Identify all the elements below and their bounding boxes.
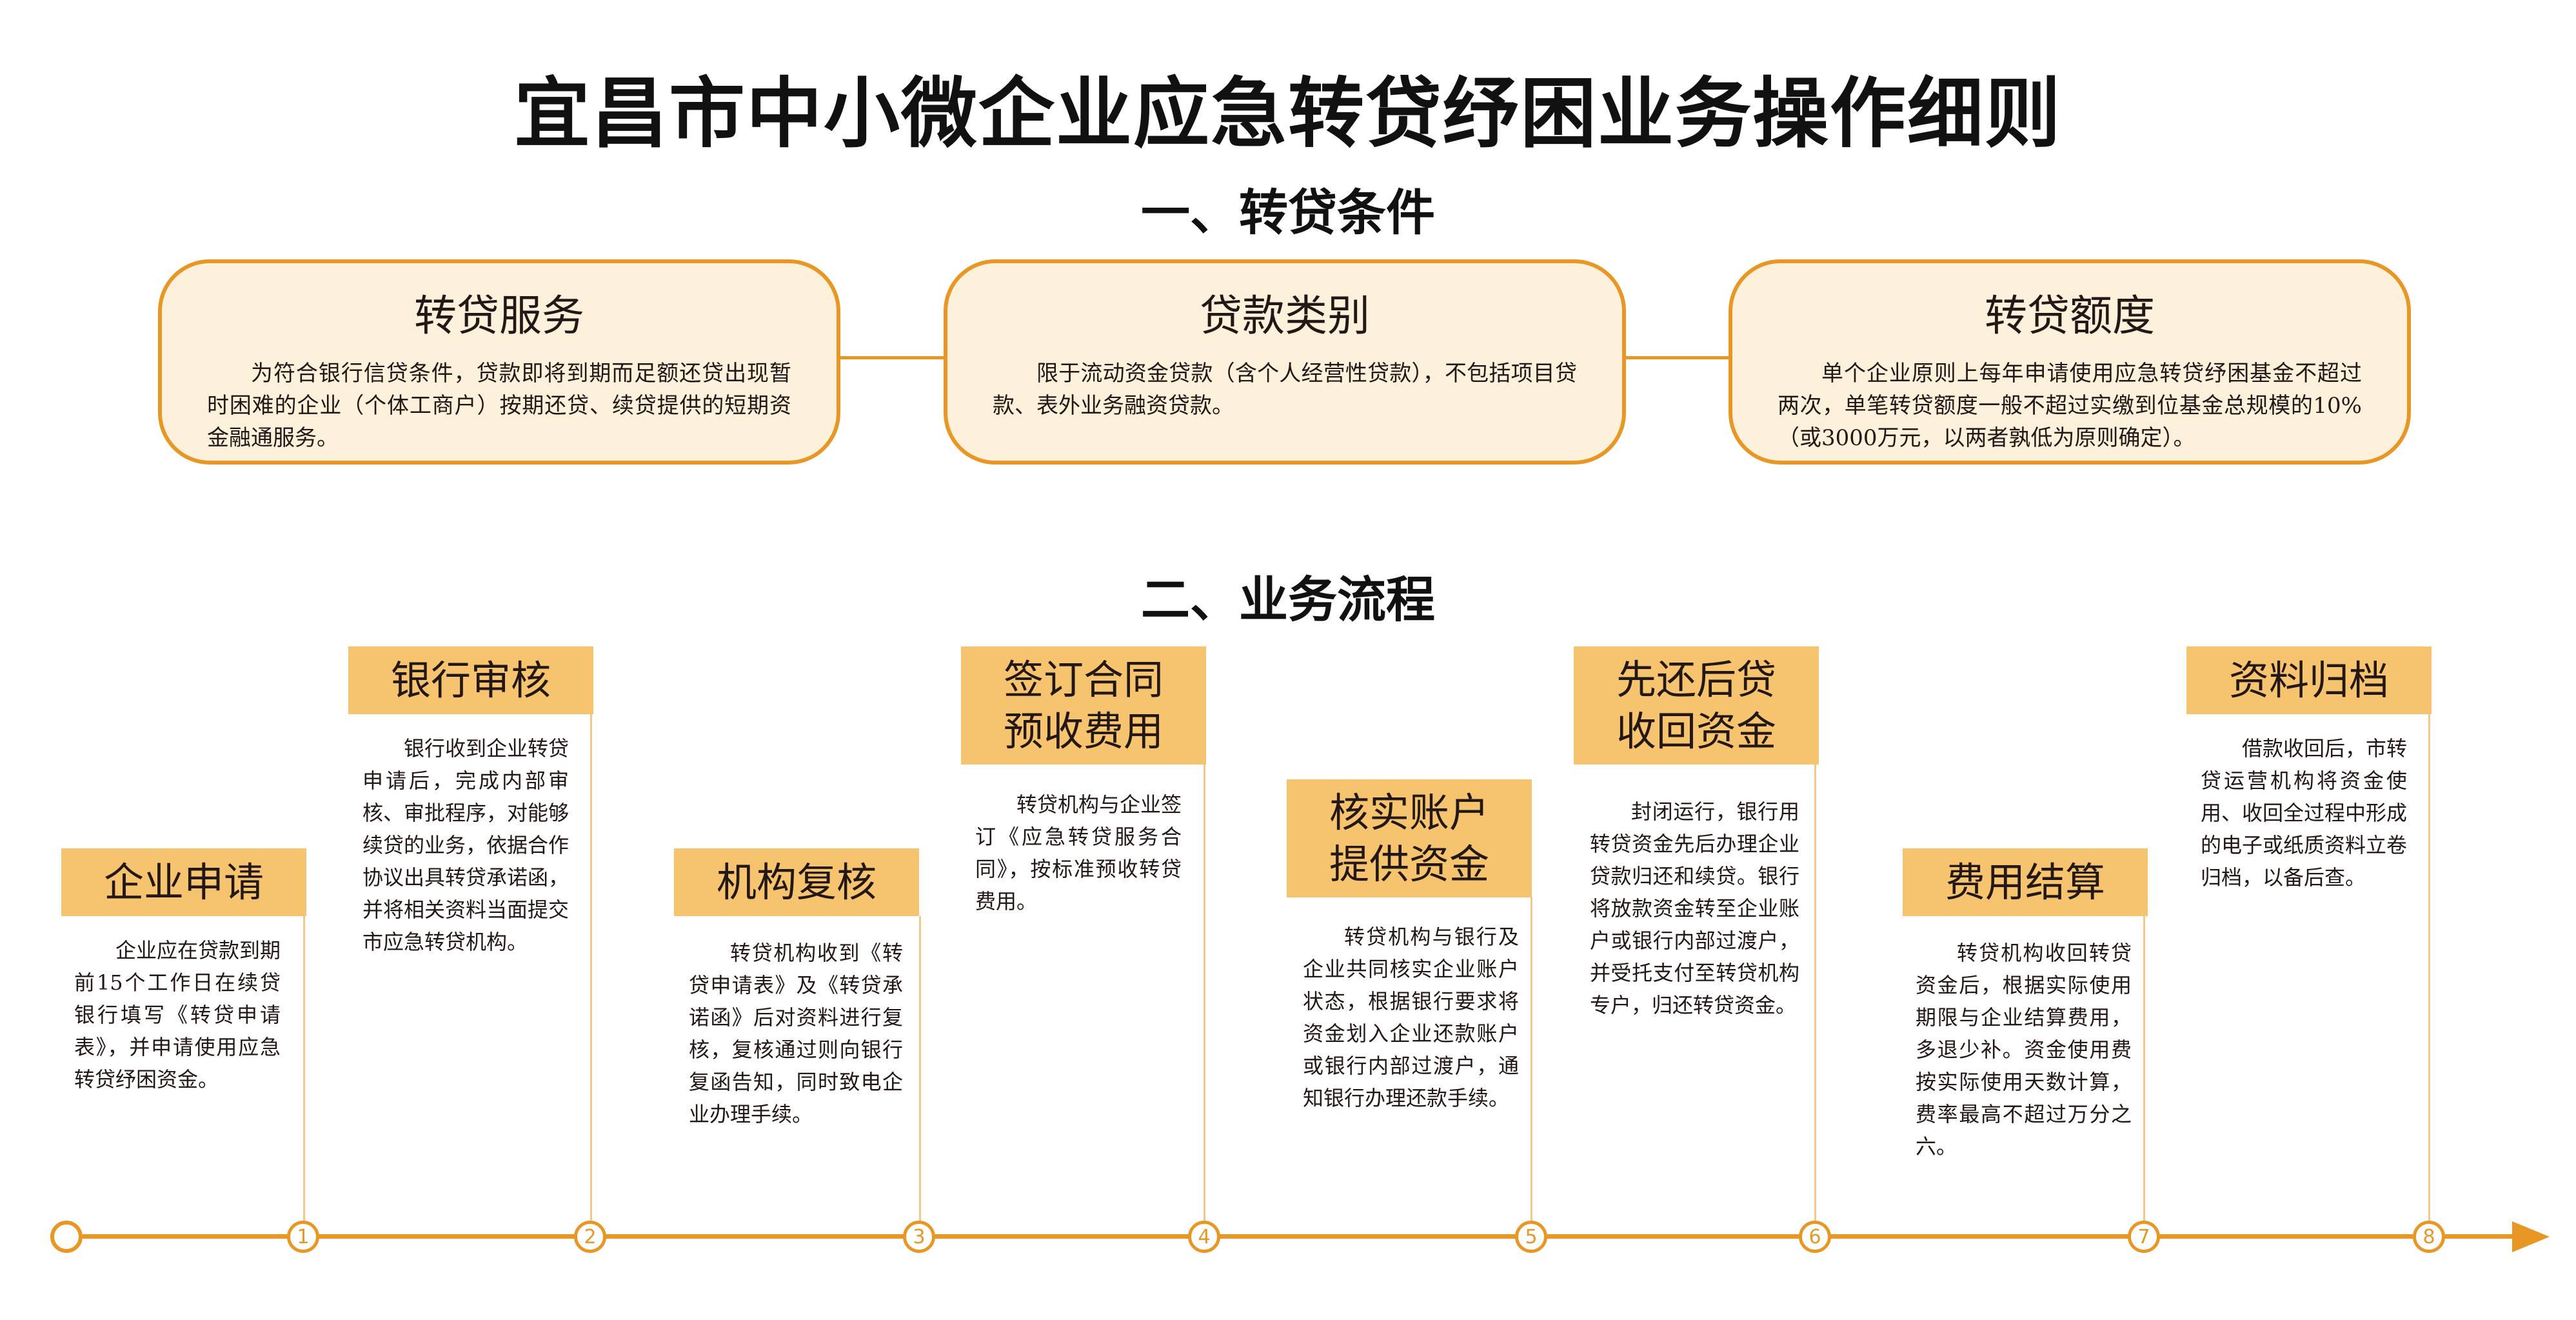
- step-guide-line: [1531, 897, 1532, 1229]
- step-label-contract: 签订合同 预收费用: [961, 646, 1206, 765]
- step-guide-line: [2143, 913, 2145, 1229]
- step-label-settlement: 费用结算: [1903, 848, 2148, 916]
- timeline-node: 2: [574, 1221, 606, 1253]
- timeline-node: 8: [2413, 1221, 2445, 1253]
- condition-title: 转贷服务: [414, 291, 584, 341]
- timeline-node: 5: [1515, 1221, 1547, 1253]
- step-label-apply: 企业申请: [61, 848, 306, 916]
- step-text-archive: 借款收回后，市转贷运营机构将资金使用、收回全过程中形成的电子或纸质资料立卷归档，…: [2201, 736, 2408, 890]
- timeline-node: 6: [1799, 1221, 1831, 1253]
- step-guide-line: [303, 852, 305, 1229]
- step-guide-line: [1204, 765, 1205, 1229]
- connector-line: [1623, 356, 1729, 359]
- step-text-verify-account: 转贷机构与银行及企业共同核实企业账户状态，根据银行要求将资金划入企业还款账户或银…: [1303, 925, 1519, 1110]
- step-label-verify-account: 核实账户 提供资金: [1287, 779, 1532, 897]
- step-label-archive: 资料归档: [2186, 646, 2432, 714]
- step-text-bank-review: 银行收到企业转贷申请后，完成内部审核、审批程序，对能够续贷的业务，依据合作协议出…: [362, 736, 570, 954]
- section-heading-conditions: 一、转贷条件: [1141, 184, 1435, 241]
- timeline-start-node: [50, 1221, 83, 1253]
- timeline-node: 7: [2128, 1221, 2160, 1253]
- page-title: 宜昌市中小微企业应急转贷纾困业务操作细则: [513, 69, 2062, 158]
- timeline-arrow-icon: [2512, 1221, 2550, 1252]
- condition-text: 为符合银行信贷条件，贷款即将到期而足额还贷出现暂时困难的企业（个体工商户）按期还…: [207, 361, 791, 451]
- step-label-bank-review: 银行审核: [348, 646, 593, 714]
- timeline-line: [83, 1234, 2522, 1239]
- step-guide-line: [919, 916, 921, 1229]
- timeline-node: 3: [903, 1221, 935, 1253]
- timeline-node: 4: [1188, 1221, 1220, 1253]
- step-text-agency-recheck: 转贷机构收到《转贷申请表》及《转贷承诺函》后对资料进行复核，复核通过则向银行复函…: [689, 941, 903, 1126]
- condition-box-category: 贷款类别 限于流动资金贷款（含个人经营性贷款），不包括项目贷款、表外业务融资贷款…: [944, 259, 1626, 465]
- step-text-repay-relend: 封闭运行，银行用转贷资金先后办理企业贷款归还和续贷。银行将放款资金转至企业账户或…: [1590, 799, 1799, 1017]
- condition-box-service: 转贷服务 为符合银行信贷条件，贷款即将到期而足额还贷出现暂时困难的企业（个体工商…: [158, 259, 840, 465]
- condition-title: 贷款类别: [1200, 291, 1370, 341]
- step-text-contract: 转贷机构与企业签订《应急转贷服务合同》，按标准预收转贷费用。: [975, 792, 1182, 914]
- condition-box-amount: 转贷额度 单个企业原则上每年申请使用应急转贷纾困基金不超过两次，单笔转贷额度一般…: [1729, 259, 2411, 465]
- step-label-agency-recheck: 机构复核: [674, 848, 919, 916]
- step-guide-line: [1814, 765, 1816, 1229]
- section-heading-process: 二、业务流程: [1141, 571, 1435, 628]
- connector-line: [838, 356, 945, 359]
- condition-text: 单个企业原则上每年申请使用应急转贷纾困基金不超过两次，单笔转贷额度一般不超过实缴…: [1778, 361, 2362, 451]
- timeline-node: 1: [287, 1221, 319, 1253]
- condition-title: 转贷额度: [1985, 291, 2155, 341]
- step-guide-line: [2428, 713, 2430, 1229]
- condition-text: 限于流动资金贷款（含个人经营性贷款），不包括项目贷款、表外业务融资贷款。: [993, 361, 1577, 419]
- step-label-repay-relend: 先还后贷 收回资金: [1574, 646, 1819, 765]
- step-text-apply: 企业应在贷款到期前15个工作日在续贷银行填写《转贷申请表》，并申请使用应急转贷纾…: [74, 938, 281, 1092]
- step-text-settlement: 转贷机构收回转贷资金后，根据实际使用期限与企业结算费用，多退少补。资金使用费按实…: [1916, 941, 2132, 1159]
- step-guide-line: [590, 713, 592, 1229]
